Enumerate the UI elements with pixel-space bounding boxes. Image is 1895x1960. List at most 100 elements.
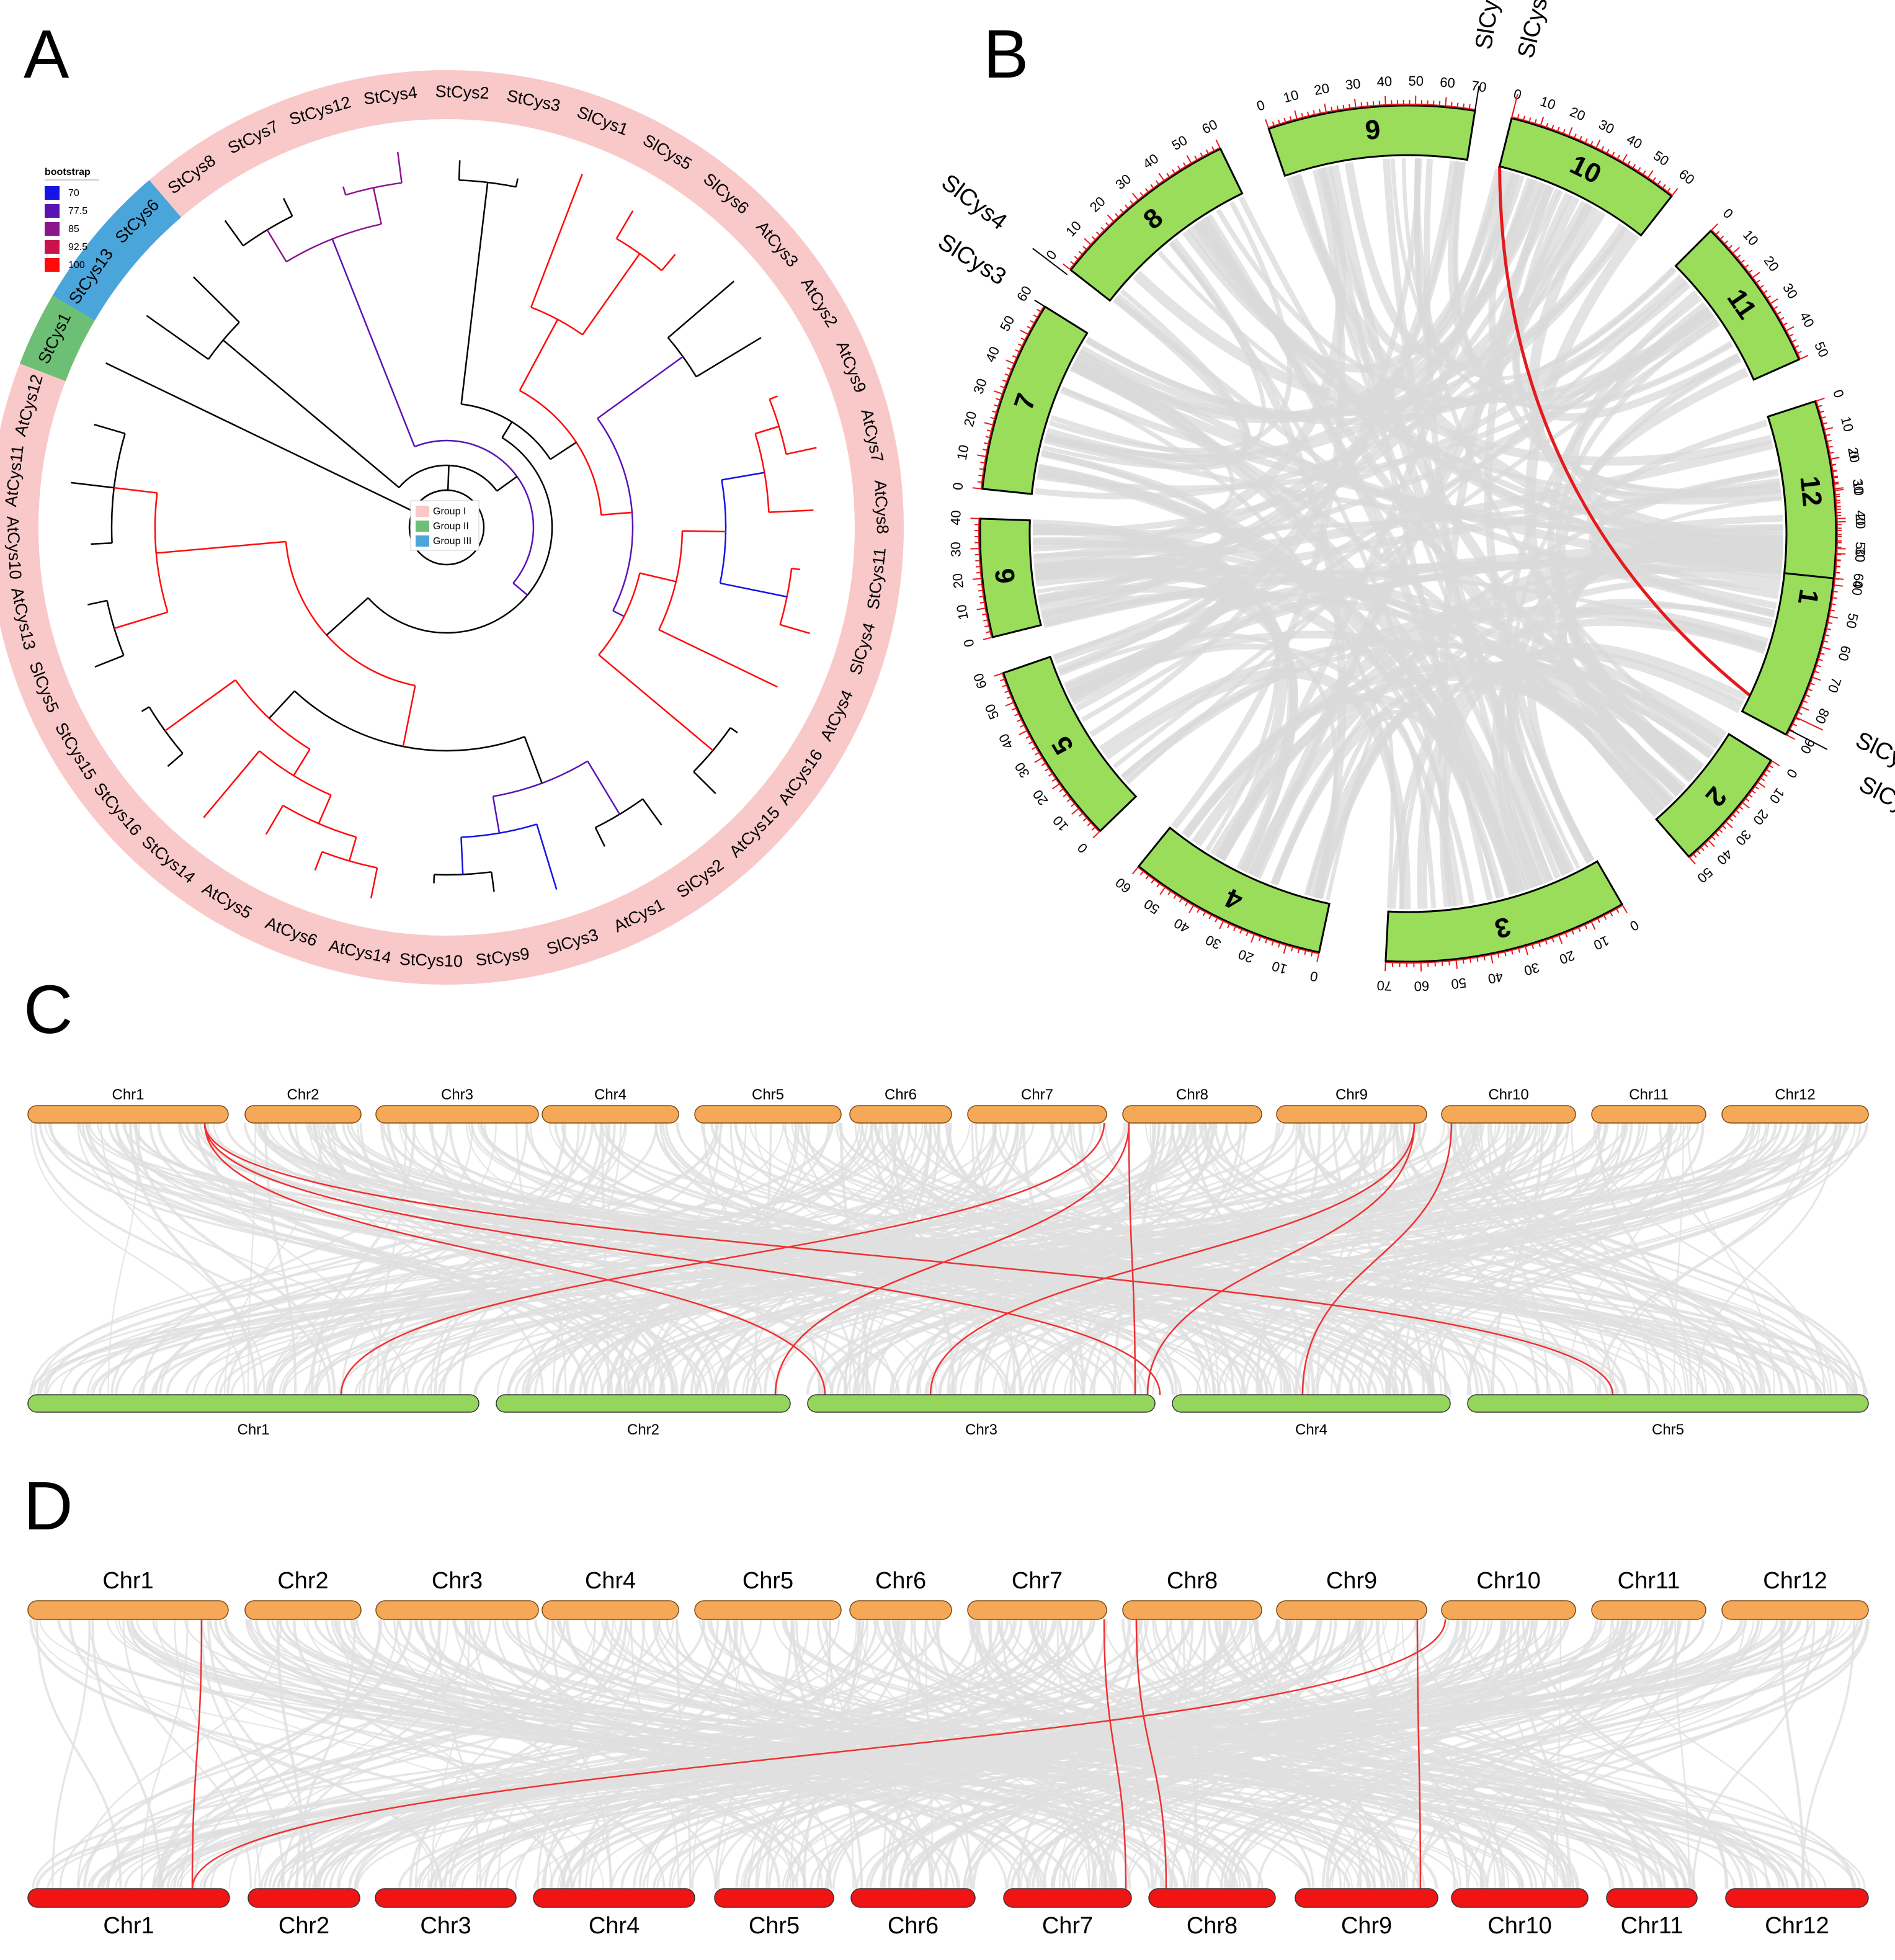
chromosome-label: Chr5 (1652, 1421, 1684, 1438)
axis-tick (1159, 173, 1164, 181)
tree-branch (371, 868, 377, 898)
axis-tick (1189, 905, 1193, 913)
axis-tick (1806, 695, 1809, 697)
axis-tick (1726, 822, 1732, 828)
tree-branch (659, 630, 777, 687)
axis-tick (1505, 952, 1506, 956)
axis-tick (1498, 954, 1499, 958)
group-label: Group III (433, 536, 471, 547)
axis-tick (1063, 264, 1070, 269)
axis-tick (1723, 826, 1726, 829)
chromosome-bar (248, 1889, 360, 1907)
chromosome-bar (695, 1106, 841, 1123)
axis-tick (994, 673, 1002, 676)
tree-leaf-label: AtCys10 (3, 516, 25, 579)
axis-tick (1829, 616, 1838, 618)
axis-tick (1337, 105, 1338, 110)
axis-tick (1712, 837, 1715, 840)
axis-tick (1302, 113, 1303, 117)
axis-tick-label: 20 (1567, 104, 1587, 123)
legend-swatch (45, 222, 60, 236)
axis-tick (1767, 770, 1770, 772)
axis-tick (1445, 97, 1446, 106)
axis-tick (1074, 256, 1077, 259)
axis-tick (1546, 941, 1547, 945)
group-label: Group II (433, 521, 469, 532)
chromosome-bar (28, 1106, 228, 1123)
axis-tick-label: 60 (1439, 74, 1456, 91)
axis-tick (1792, 340, 1796, 342)
tree-branch (91, 543, 112, 544)
chromosome-label: Chr3 (965, 1421, 997, 1438)
axis-tick (1813, 678, 1821, 681)
chromosome-bar (542, 1106, 679, 1123)
axis-tick (1007, 697, 1010, 699)
axis-tick (1463, 104, 1464, 108)
axis-tick-label: 60 (1200, 117, 1220, 137)
chromosome-label: Chr7 (1021, 1086, 1053, 1103)
axis-tick (1742, 803, 1749, 808)
legend-swatch (45, 240, 60, 254)
axis-tick (1529, 117, 1530, 122)
axis-tick (1711, 224, 1718, 230)
tree-branch (786, 448, 816, 455)
gene-marker (1035, 300, 1045, 307)
axis-tick (1174, 895, 1176, 898)
axis-tick (977, 455, 986, 457)
axis-tick-label: 20 (1087, 194, 1108, 215)
chromosome-label: Chr9 (1326, 1568, 1377, 1594)
chromosome-label: Chr1 (102, 1568, 153, 1594)
axis-tick (1308, 112, 1309, 116)
axis-tick (1185, 902, 1188, 906)
chromosome-label: Chr11 (1629, 1086, 1669, 1103)
axis-tick-label: 10 (1740, 227, 1762, 249)
axis-tick-label: 50 (1651, 148, 1672, 169)
axis-tick (983, 637, 992, 639)
axis-tick (1219, 921, 1223, 929)
chromosome-bar (808, 1395, 1155, 1412)
axis-tick (1739, 807, 1742, 809)
tree-branch (640, 573, 676, 582)
axis-tick (1027, 326, 1031, 328)
chromosome-bar (1277, 1106, 1427, 1123)
axis-tick (1349, 104, 1350, 108)
tree-branch (597, 357, 683, 419)
tree-branch (493, 797, 499, 833)
axis-tick-label: 50 (1450, 975, 1467, 992)
tree-branch (349, 837, 356, 861)
axis-tick-label: 40 (1796, 309, 1817, 329)
chromosome-bar (1004, 1889, 1131, 1907)
legend-label: 77.5 (68, 206, 87, 217)
axis-tick (982, 614, 986, 615)
tree-branch (769, 510, 813, 512)
tree-branch (167, 753, 182, 766)
chromosome-label: Chr10 (1488, 1086, 1528, 1103)
axis-tick (1456, 960, 1457, 969)
axis-tick (1761, 778, 1765, 781)
axis-tick (1708, 840, 1714, 846)
tree-branch (497, 477, 517, 491)
axis-tick (1752, 790, 1755, 793)
axis-tick (1291, 947, 1293, 952)
chromosome-label: Chr4 (1295, 1421, 1327, 1438)
axis-tick (1477, 957, 1478, 962)
tree-branch (595, 828, 605, 846)
axis-tick (1083, 818, 1086, 821)
axis-tick (1331, 107, 1332, 111)
tree-branch (114, 488, 158, 493)
tree-branch (319, 795, 331, 823)
axis-tick (1604, 916, 1606, 920)
tree-branch (720, 583, 787, 597)
axis-tick-label: 30 (1850, 478, 1866, 494)
chromosome-label: Chr10 (1476, 1568, 1541, 1594)
axis-tick (1596, 140, 1600, 148)
chromosome-label: Chr4 (589, 1913, 640, 1939)
tree-branch (266, 805, 283, 835)
axis-tick (1690, 857, 1695, 864)
axis-tick (1755, 787, 1759, 789)
group-swatch (416, 506, 429, 517)
axis-tick (1535, 119, 1536, 123)
axis-tick (1786, 326, 1794, 331)
chromosome-label: Chr6 (888, 1913, 939, 1939)
axis-tick (1803, 701, 1807, 703)
